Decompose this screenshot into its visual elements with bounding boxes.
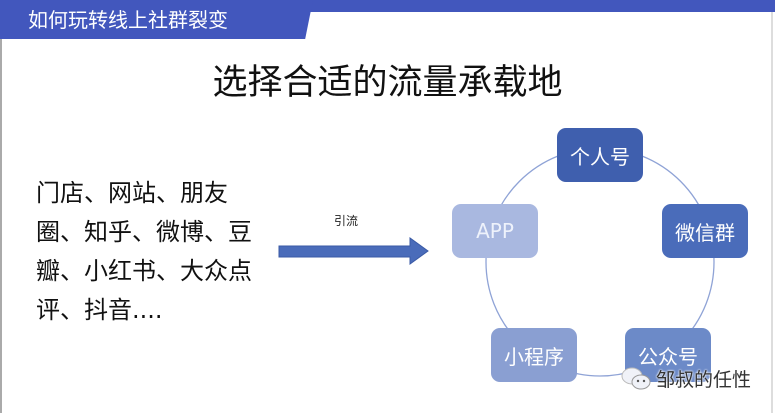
node-app: APP <box>452 204 538 258</box>
node-personal-account: 个人号 <box>557 128 643 182</box>
node-mini-program: 小程序 <box>491 328 577 382</box>
header-band <box>0 0 313 39</box>
watermark-text: 邹叔的任性 <box>656 369 752 391</box>
traffic-sources-text: 门店、网站、朋友圈、知乎、微博、豆瓣、小红书、大众点评、抖音.... <box>36 179 252 324</box>
node-wechat-group: 微信群 <box>662 204 748 258</box>
arrow-icon <box>278 237 429 265</box>
watermark: 邹叔的任性 <box>620 365 751 392</box>
slide-title: 选择合适的流量承载地 <box>212 63 563 103</box>
wechat-icon <box>621 367 651 389</box>
section-title: 如何玩转线上社群裂变 <box>28 8 228 32</box>
arrow-label: 引流 <box>334 214 359 228</box>
